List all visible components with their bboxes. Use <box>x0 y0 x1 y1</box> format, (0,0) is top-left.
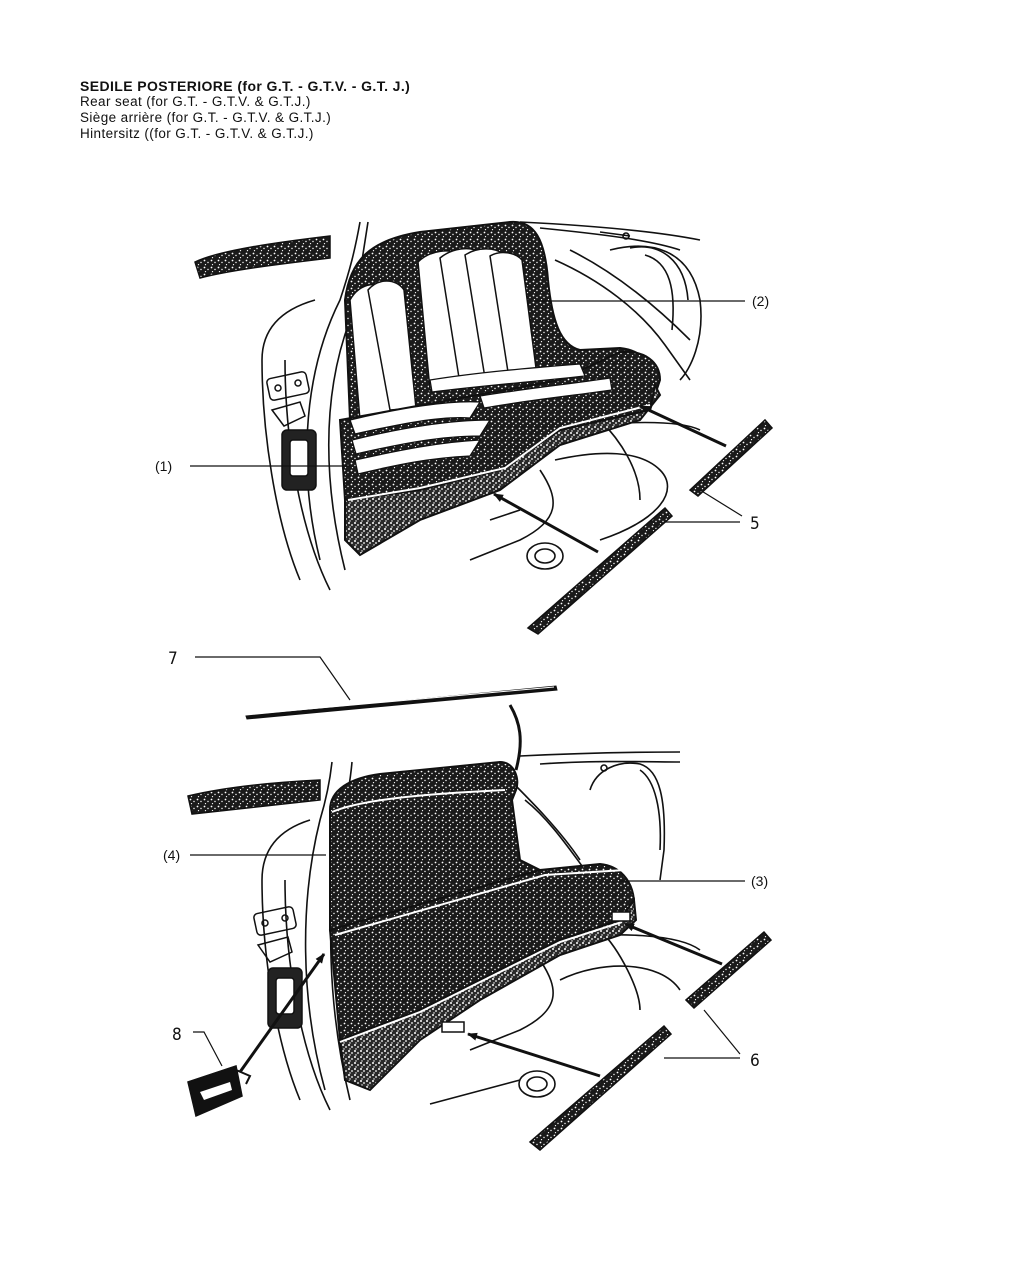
heading-german: Hintersitz ((for G.T. - G.T.V. & G.T.J.) <box>80 126 314 141</box>
heading-english: Rear seat (for G.T. - G.T.V. & G.T.J.) <box>80 94 311 109</box>
callout-3: (3) <box>751 873 768 889</box>
lower-illustration <box>187 656 773 1151</box>
callout-2: (2) <box>752 293 769 309</box>
bracket-8 <box>187 1065 252 1118</box>
callout-8: 8 <box>172 1025 182 1045</box>
callout-4: (4) <box>163 847 180 863</box>
diagram-heading: SEDILE POSTERIORE (for G.T. - G.T.V. - G… <box>80 78 600 142</box>
seat-rail-6 <box>528 930 773 1151</box>
heading-italian: SEDILE POSTERIORE (for G.T. - G.T.V. - G… <box>80 78 411 94</box>
trim-strip-7 <box>245 685 558 720</box>
upper-illustration <box>190 220 774 635</box>
seat-rail-5 <box>526 418 774 635</box>
callout-5: 5 <box>750 514 760 534</box>
callout-6: 6 <box>750 1051 760 1071</box>
heading-french: Siège arrière (for G.T. - G.T.V. & G.T.J… <box>80 110 332 125</box>
callout-7: 7 <box>168 649 178 669</box>
callout-1: (1) <box>155 458 172 474</box>
